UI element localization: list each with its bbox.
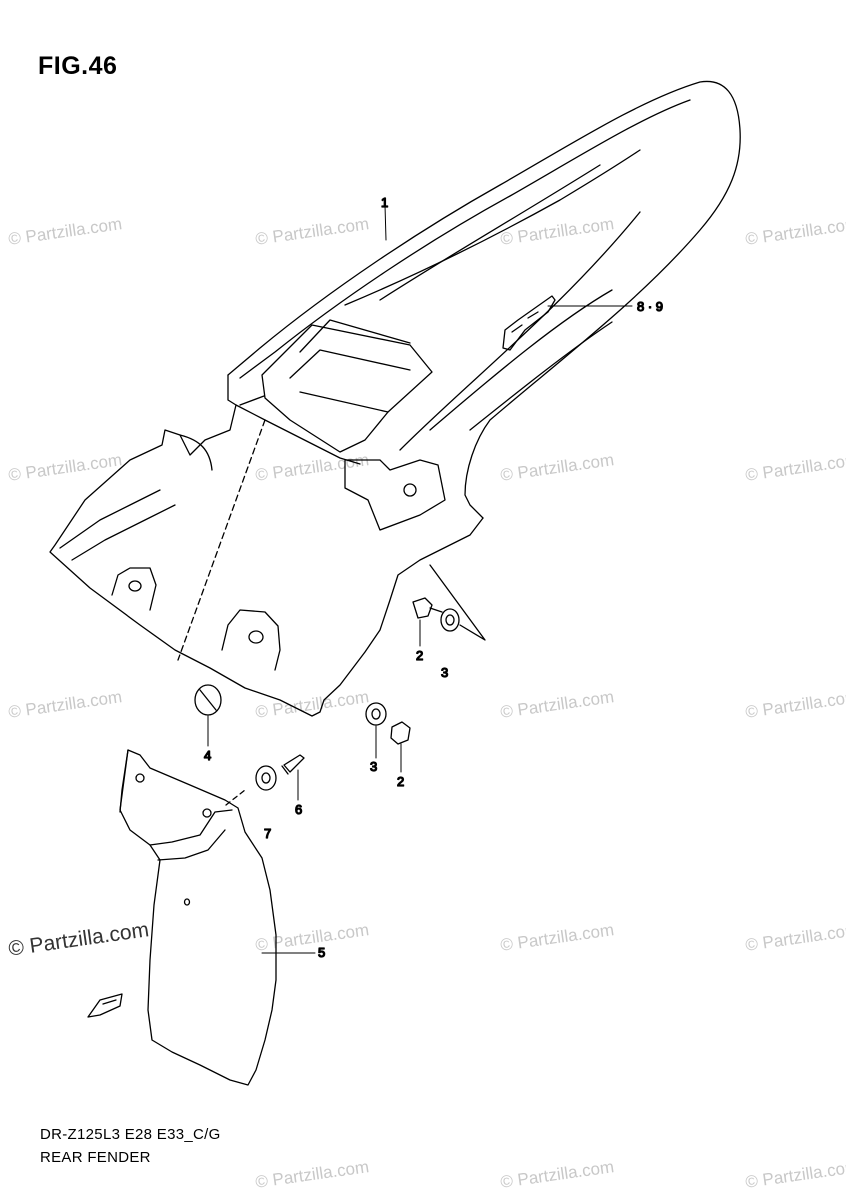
washer-part: [440, 608, 460, 632]
grommet-part: [194, 684, 222, 716]
model-code: DR-Z125L3 E28 E33_C/G: [40, 1126, 221, 1143]
callout-6: 6: [295, 802, 302, 817]
callout-3-upper: 3: [441, 665, 448, 680]
bolt-part: [390, 721, 411, 745]
callout-4: 4: [204, 748, 211, 763]
callout-8-9: 8 · 9: [637, 299, 663, 314]
screw-part: [281, 754, 305, 775]
figure-title: FIG.46: [38, 52, 118, 80]
washer-part: [255, 765, 277, 791]
callout-5: 5: [318, 945, 325, 960]
washer-part: [365, 702, 387, 726]
diagram-caption: REAR FENDER: [40, 1149, 151, 1166]
guide-line: [429, 564, 486, 641]
callout-1: 1: [381, 195, 388, 210]
rear-fender-part: [49, 80, 741, 717]
callout-7: 7: [264, 826, 271, 841]
forward-arrow-icon: [87, 993, 123, 1018]
callout-2-lower: 2: [397, 774, 404, 789]
leader-lines: [207, 204, 633, 954]
bolt-part: [412, 597, 443, 619]
mud-flap-part: [119, 749, 277, 1086]
decal-part: [502, 295, 556, 351]
callout-2-upper: 2: [416, 648, 423, 663]
callout-3-lower: 3: [370, 759, 377, 774]
